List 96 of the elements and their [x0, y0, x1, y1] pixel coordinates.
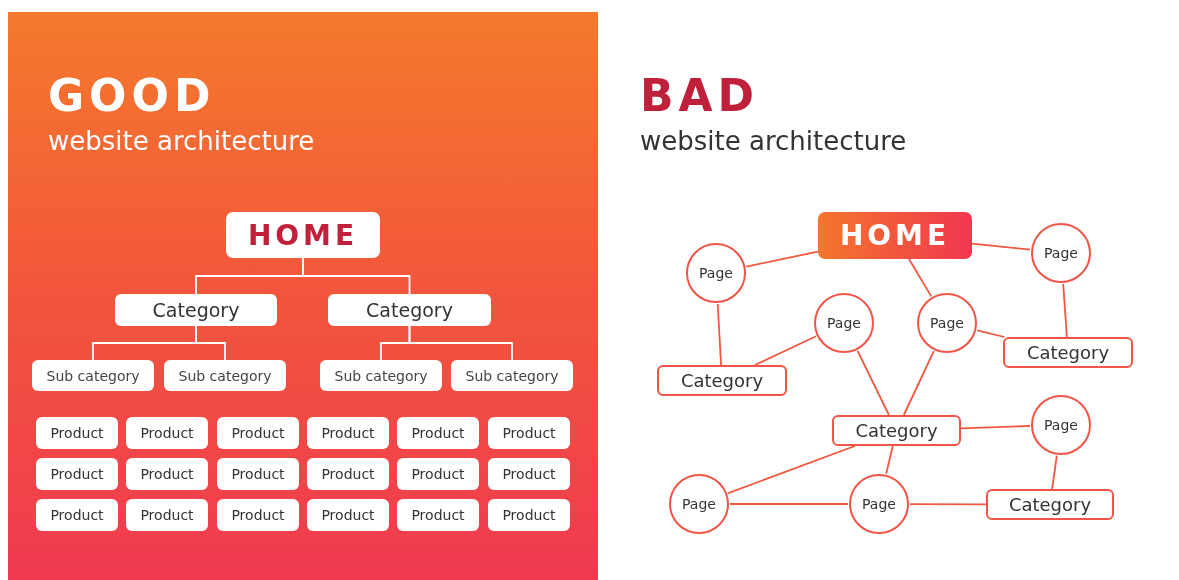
node-text: Page [930, 315, 964, 331]
node-text: Product [321, 466, 375, 482]
node-text: Product [502, 507, 556, 523]
page-circle [1031, 395, 1091, 455]
product-box [307, 458, 389, 490]
node-text: Product [411, 425, 465, 441]
connector-line [960, 425, 1031, 430]
node-text: Product [321, 425, 375, 441]
subcategory-box [320, 360, 442, 391]
connector-line [976, 329, 1006, 338]
connector-line [408, 325, 513, 361]
node-text: Product [502, 425, 556, 441]
product-box [307, 499, 389, 531]
category-box [986, 489, 1114, 520]
product-box [36, 417, 118, 449]
product-box [307, 417, 389, 449]
node-text: Sub category [46, 367, 140, 384]
connector-line [971, 242, 1032, 251]
connector-line [754, 335, 817, 366]
product-box [217, 499, 299, 531]
subcategory-box [164, 360, 286, 391]
node-text: Product [502, 466, 556, 482]
subheading: website architecture [48, 126, 315, 158]
node-text: Page [827, 315, 861, 331]
connector-line [1062, 283, 1068, 338]
node-text: Product [140, 425, 194, 441]
node-text: Product [50, 507, 104, 523]
page-circle [686, 243, 746, 303]
node-text: Page [862, 496, 896, 512]
product-box [397, 499, 479, 531]
node-text: HOME [247, 218, 359, 252]
connector-line [302, 257, 411, 295]
node-text: Product [411, 466, 465, 482]
subcategory-box [451, 360, 573, 391]
connector-line [856, 350, 890, 416]
home-box [818, 212, 972, 259]
connector-line [729, 503, 849, 505]
product-box [36, 458, 118, 490]
connector-line [885, 445, 894, 475]
node-text: Page [699, 265, 733, 281]
node-text: Page [1044, 417, 1078, 433]
page-circle [917, 293, 977, 353]
product-box [126, 499, 208, 531]
node-text: Product [231, 425, 285, 441]
page-circle [814, 293, 874, 353]
node-text: Page [1044, 245, 1078, 261]
product-box [36, 499, 118, 531]
product-box [126, 417, 208, 449]
node-text: Sub category [465, 367, 559, 384]
connector-line [716, 303, 722, 366]
node-text: Category [1008, 494, 1092, 515]
connector-line [908, 258, 933, 298]
node-text: Product [321, 507, 375, 523]
node-text: Sub category [178, 367, 272, 384]
page-circle [669, 474, 729, 534]
node-text: Product [140, 507, 194, 523]
node-text: Product [411, 507, 465, 523]
node-text: Product [231, 507, 285, 523]
page-circle [849, 474, 909, 534]
connector-line [195, 325, 226, 361]
connector-line [902, 350, 935, 416]
node-text: HOME [839, 219, 951, 252]
heading: BAD [640, 70, 760, 123]
product-box [397, 417, 479, 449]
product-box [488, 458, 570, 490]
product-box [488, 417, 570, 449]
node-text: Category [1026, 342, 1110, 363]
node-text: Category [855, 420, 938, 441]
category-box [115, 294, 277, 326]
node-text: Page [682, 496, 716, 512]
home-box [226, 212, 380, 258]
node-text: Product [50, 425, 104, 441]
product-box [397, 458, 479, 490]
category-box [832, 415, 961, 446]
node-text: Product [140, 466, 194, 482]
product-box [488, 499, 570, 531]
node-text: Product [50, 466, 104, 482]
connector-line [1051, 454, 1058, 490]
node-text: Sub category [334, 367, 428, 384]
node-text: Category [366, 299, 453, 321]
category-box [328, 294, 491, 326]
connector-line [909, 503, 987, 506]
connector-line [727, 445, 856, 495]
product-box [217, 417, 299, 449]
subcategory-box [32, 360, 154, 391]
product-box [126, 458, 208, 490]
page-circle [1031, 223, 1091, 283]
node-text: Category [680, 370, 764, 391]
connector-line [745, 250, 819, 268]
subheading: website architecture [640, 126, 907, 158]
node-text: Product [231, 466, 285, 482]
node-text: Category [152, 299, 240, 321]
category-box [657, 365, 787, 396]
heading: GOOD [48, 70, 216, 123]
category-box [1003, 337, 1133, 368]
product-box [217, 458, 299, 490]
